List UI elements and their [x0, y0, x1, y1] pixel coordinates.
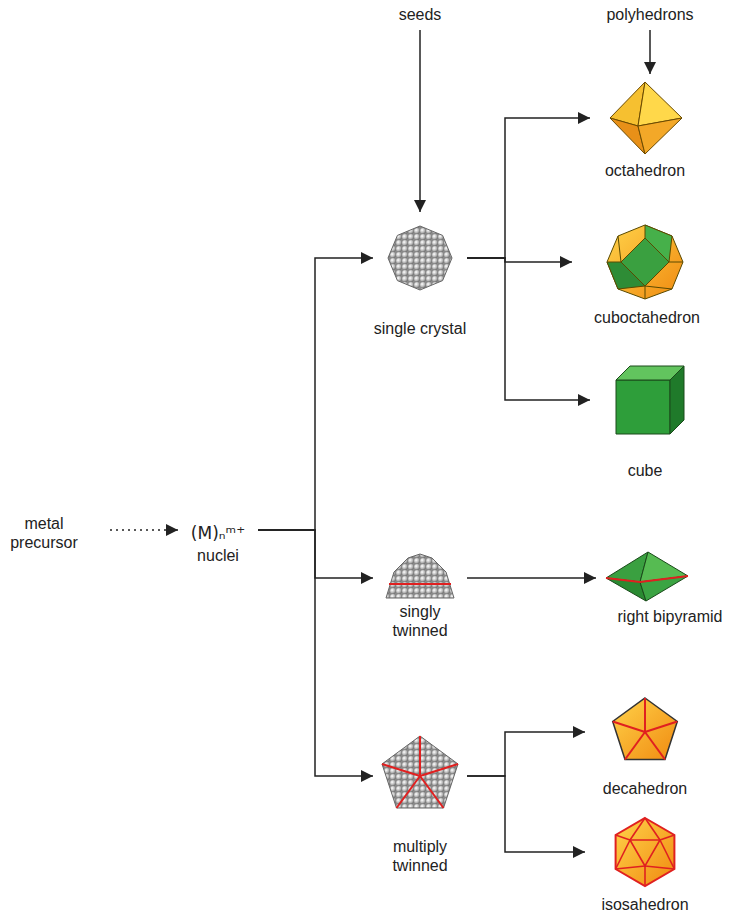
growth-arrow	[110, 529, 178, 531]
edge-line	[669, 262, 683, 263]
twin-planes	[616, 818, 675, 886]
icosahedron-shape	[616, 818, 675, 886]
edge-line	[645, 286, 646, 299]
figure-label: cube	[628, 462, 663, 480]
labelled-figure: (M)ₙᵐ⁺ nuclei	[178, 515, 258, 565]
figure-label: multiply twinned	[373, 838, 467, 875]
square-face	[607, 262, 645, 289]
figure-label: cuboctahedron	[594, 309, 700, 327]
edge-line	[645, 286, 672, 289]
decahedron-shape	[613, 698, 678, 760]
column-heading: polyhedrons	[606, 6, 693, 24]
right-bipyramid-shape	[606, 552, 688, 601]
outline	[613, 698, 678, 760]
twin-plane	[645, 732, 665, 760]
twin-plane	[616, 840, 630, 869]
twin-plane	[625, 732, 645, 760]
growth-arrow	[467, 776, 585, 852]
face	[670, 366, 684, 434]
twin-plane	[606, 576, 688, 582]
figure-label: decahedron	[603, 780, 688, 798]
twin-plane	[419, 736, 421, 776]
twin-plane	[644, 866, 646, 886]
leader-arrow	[419, 30, 421, 212]
column-heading: seeds	[399, 6, 442, 24]
twin-plane	[645, 722, 677, 733]
twin-plane	[660, 840, 674, 869]
twin-planes	[382, 736, 458, 808]
twin-plane	[616, 835, 630, 840]
figure-label: singly twinned	[373, 603, 467, 640]
twin-plane	[630, 818, 645, 840]
twin-plane	[630, 840, 660, 866]
figure-label: isosahedron	[601, 896, 688, 914]
square-face	[645, 225, 672, 262]
cuboctahedron-shape	[607, 225, 683, 299]
twin-plane	[382, 764, 420, 776]
twin-plane	[397, 776, 421, 808]
labelled-figure: isosahedron	[585, 814, 705, 914]
face	[610, 118, 645, 154]
labelled-figure: cuboctahedron	[572, 222, 722, 327]
twin-plane	[660, 835, 674, 840]
face	[616, 380, 670, 434]
formula-label: (M)ₙᵐ⁺	[191, 524, 245, 544]
octahedron-shape	[610, 82, 682, 154]
growth-arrow	[467, 258, 590, 400]
twin-plane	[644, 698, 646, 732]
figure-label: single crystal	[374, 320, 466, 338]
outline	[616, 818, 675, 886]
labelled-figure: decahedron	[585, 694, 705, 798]
cube-shape	[616, 366, 684, 434]
twin-plane	[645, 818, 660, 840]
twin-plane	[645, 866, 674, 869]
labelled-figure: single crystal	[373, 220, 467, 338]
labelled-figure: octahedron	[590, 78, 700, 180]
figure-label: metal precursor	[0, 515, 88, 552]
outline	[607, 225, 683, 299]
labelled-figure: singly twinned	[373, 548, 467, 640]
growth-arrow	[258, 258, 373, 530]
twin-plane	[613, 722, 645, 733]
growth-arrow	[467, 118, 590, 258]
edge-line	[618, 236, 621, 262]
labelled-figure: right bipyramid	[596, 548, 744, 626]
single-crystal-seed	[388, 226, 452, 290]
twin-plane	[389, 583, 451, 585]
twin-plane	[616, 866, 645, 869]
multiply-twinned-seed	[382, 736, 458, 808]
labelled-figure: metal precursor	[0, 512, 88, 552]
singly-twinned-seed	[386, 554, 454, 598]
labelled-figure: cube	[590, 358, 700, 480]
figure-label: octahedron	[605, 162, 685, 180]
figure-label: nuclei	[197, 547, 239, 565]
growth-arrow	[258, 530, 373, 776]
growth-arrow	[467, 577, 596, 579]
twin-plane	[420, 776, 444, 808]
labelled-figure: multiply twinned	[373, 735, 467, 875]
twin-plane	[420, 764, 458, 776]
growth-arrow	[467, 732, 585, 776]
figure-label: right bipyramid	[618, 608, 723, 626]
leader-arrow	[649, 30, 651, 74]
twin-planes	[613, 698, 678, 760]
face	[638, 118, 682, 154]
